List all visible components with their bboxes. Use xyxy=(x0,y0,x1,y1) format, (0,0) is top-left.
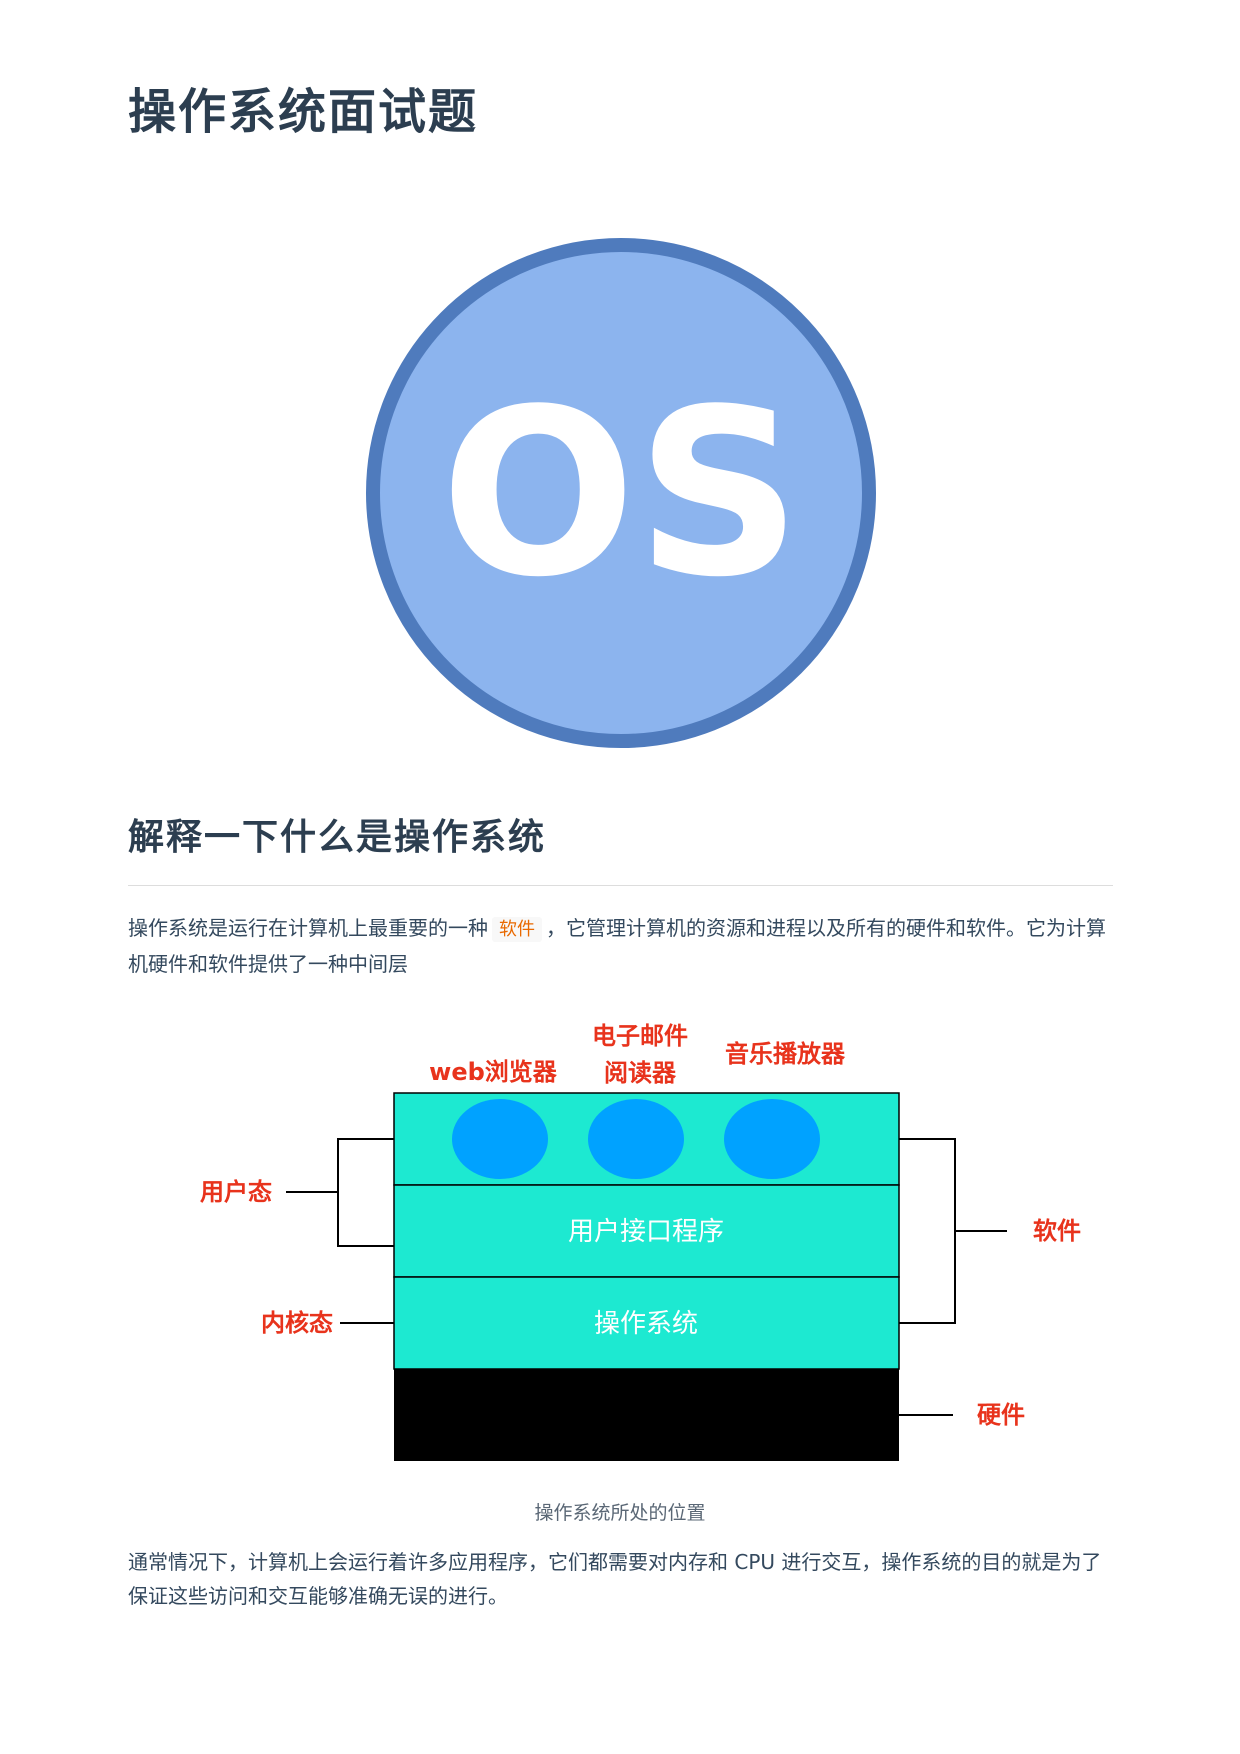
user-mode-label: 用户态 xyxy=(200,1178,272,1206)
figure-caption: 操作系统所处的位置 xyxy=(534,1502,706,1524)
app-label-mail-line1: 电子邮件 xyxy=(592,1022,688,1050)
heading-divider xyxy=(128,885,1113,886)
section-heading: 解释一下什么是操作系统 xyxy=(128,817,547,858)
intro-text-end: ，它管理计算机的资源和进程以及所有的硬件和软件。它为计算机硬件和软件提供了一种中… xyxy=(128,916,1106,976)
kernel-mode-label: 内核态 xyxy=(261,1309,333,1337)
page-title: 操作系统面试题 xyxy=(128,84,479,140)
app-label-music: 音乐播放器 xyxy=(725,1040,846,1068)
os-logo-graphic: OS xyxy=(366,238,876,748)
os-layer xyxy=(393,1276,900,1370)
os-logo: OS xyxy=(366,238,876,748)
ui-layer-label: 用户接口程序 xyxy=(568,1217,724,1247)
app-circle-web xyxy=(452,1099,548,1179)
hardware-label: 硬件 xyxy=(977,1401,1025,1429)
hardware-layer xyxy=(394,1369,899,1461)
software-bracket xyxy=(899,1138,956,1324)
intro-text-start: 操作系统是运行在计算机上最重要的一种 xyxy=(128,916,488,940)
user-mode-bracket xyxy=(337,1138,394,1247)
app-circle-music xyxy=(724,1099,820,1179)
app-label-mail-line2: 阅读器 xyxy=(604,1059,677,1087)
apps-layer xyxy=(393,1092,900,1186)
app-circle-mail xyxy=(588,1099,684,1179)
logo-circle xyxy=(366,238,876,748)
inline-code-software: 软件 xyxy=(492,917,542,942)
logo-text: OS xyxy=(440,361,801,628)
os-layer-label: 操作系统 xyxy=(594,1309,698,1339)
closing-paragraph: 通常情况下，计算机上会运行着许多应用程序，它们都需要对内存和 CPU 进行交互，… xyxy=(128,1550,1102,1608)
intro-paragraph: 操作系统是运行在计算机上最重要的一种软件，它管理计算机的资源和进程以及所有的硬件… xyxy=(128,911,1113,981)
app-label-web: web浏览器 xyxy=(429,1058,558,1086)
ui-layer xyxy=(393,1184,900,1278)
software-label: 软件 xyxy=(1033,1217,1081,1245)
